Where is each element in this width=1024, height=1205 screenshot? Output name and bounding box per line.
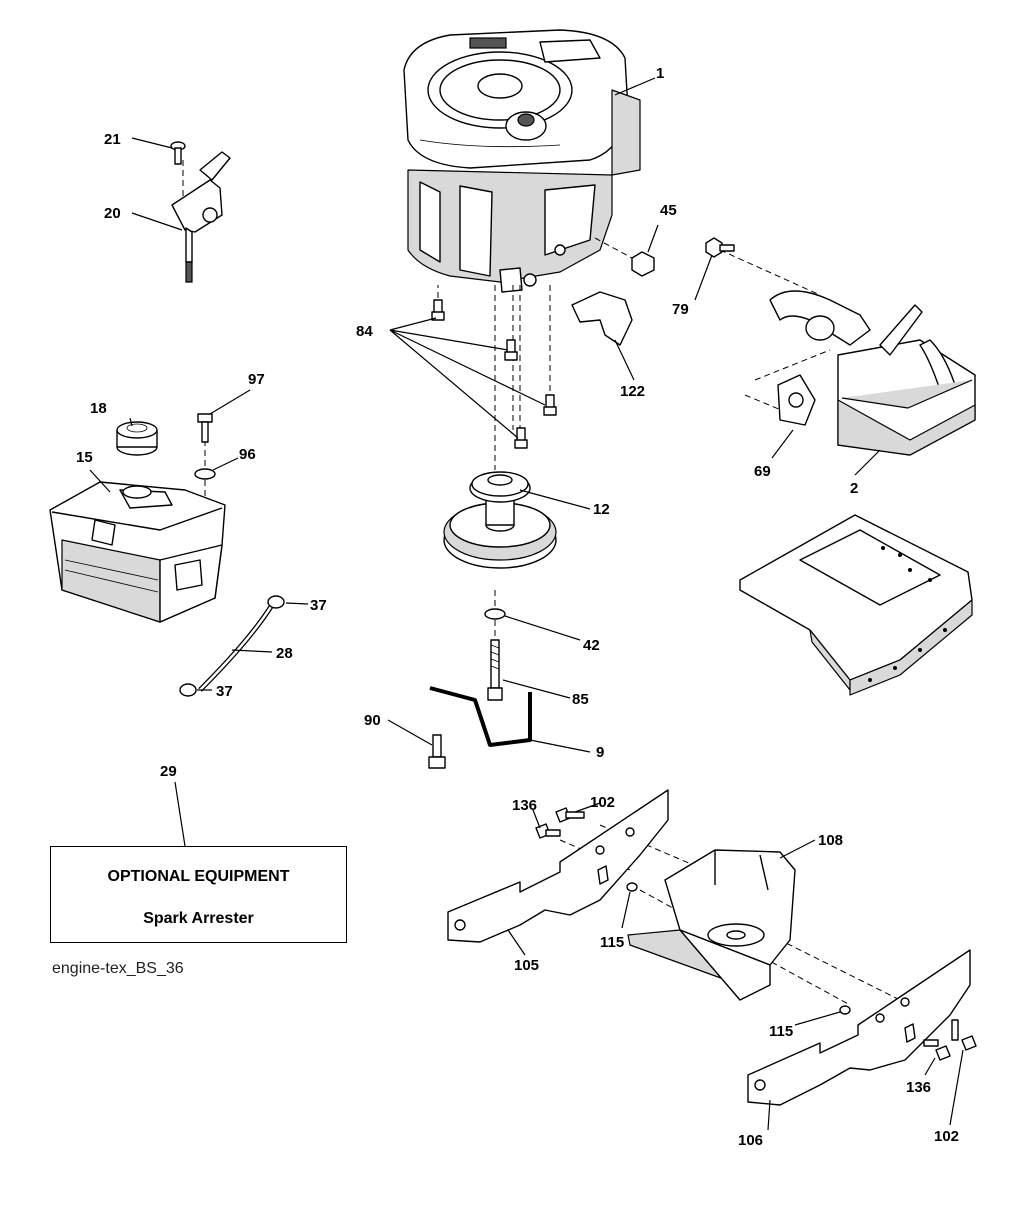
assembly-line xyxy=(754,349,831,381)
callout-96: 96 xyxy=(239,446,256,463)
callout-85: 85 xyxy=(572,691,589,708)
assembly-line xyxy=(594,237,633,259)
callout-79: 79 xyxy=(672,301,689,318)
gasket-69 xyxy=(777,374,816,426)
callout-84: 84 xyxy=(356,323,373,340)
hose-clamp-37 xyxy=(179,595,285,697)
side-plate-105 xyxy=(447,789,669,943)
callout-20: 20 xyxy=(104,205,121,222)
pulley-12 xyxy=(443,471,557,569)
optional-equipment-title: OPTIONAL EQUIPMENT xyxy=(107,868,290,885)
callout-42: 42 xyxy=(583,637,600,654)
assembly-line xyxy=(719,249,821,296)
callout-45: 45 xyxy=(660,202,677,219)
callout-29: 29 xyxy=(160,763,177,780)
muffler-2 xyxy=(769,290,976,456)
callout-28: 28 xyxy=(276,645,293,662)
callout-106: 106 xyxy=(738,1132,763,1149)
guard-108 xyxy=(627,849,796,1001)
callout-122: 122 xyxy=(620,383,645,400)
bolt-136 xyxy=(535,823,951,1061)
callout-18: 18 xyxy=(90,400,107,417)
callout-115-bottom: 115 xyxy=(769,1023,793,1040)
assembly-line xyxy=(599,824,706,871)
spark-arrester-label: Spark Arrester xyxy=(143,910,254,927)
bolt-85 xyxy=(487,639,503,701)
bolt-84 xyxy=(431,299,557,449)
callout-108: 108 xyxy=(818,832,843,849)
bolt-79 xyxy=(705,237,735,258)
callout-136-top: 136 xyxy=(512,797,537,814)
fuel-cap-18 xyxy=(116,421,158,456)
fuel-hose-28-inner xyxy=(199,604,274,691)
washer-96 xyxy=(194,468,216,480)
throttle-control-20 xyxy=(171,151,231,283)
leader-lines xyxy=(89,77,964,1131)
callout-37-top: 37 xyxy=(310,597,327,614)
screw-21 xyxy=(170,141,186,165)
callout-2: 2 xyxy=(850,480,858,497)
callout-15: 15 xyxy=(76,449,93,466)
assembly-line xyxy=(759,929,901,1001)
callout-1: 1 xyxy=(656,65,664,82)
callout-90: 90 xyxy=(364,712,381,729)
callout-21: 21 xyxy=(104,131,121,148)
callout-12: 12 xyxy=(593,501,610,518)
bolt-97 xyxy=(197,413,213,443)
callout-136-bottom: 136 xyxy=(906,1079,931,1096)
optional-equipment-box: OPTIONAL EQUIPMENT Spark Arrester xyxy=(50,846,347,943)
nut-45 xyxy=(631,251,655,277)
fuel-tank-15 xyxy=(49,481,226,623)
callout-115-top: 115 xyxy=(600,934,624,951)
callout-37-bottom: 37 xyxy=(216,683,233,700)
bolt-102 xyxy=(555,807,977,1051)
rod-9 xyxy=(429,686,532,747)
callout-102-top: 102 xyxy=(590,794,615,811)
engine-mount-plate xyxy=(739,514,973,696)
nut-115 xyxy=(597,865,916,1043)
callout-9: 9 xyxy=(596,744,604,761)
engine xyxy=(403,29,641,293)
diagram-caption: engine-tex_BS_36 xyxy=(52,960,184,977)
bolt-90 xyxy=(428,734,446,769)
side-plate-106 xyxy=(747,949,971,1106)
callout-105: 105 xyxy=(514,957,539,974)
rod-9-inner xyxy=(429,687,531,746)
callout-69: 69 xyxy=(754,463,771,480)
callout-97: 97 xyxy=(248,371,265,388)
callout-102-bottom: 102 xyxy=(934,1128,959,1145)
washer-42 xyxy=(484,608,506,620)
heat-shield-122 xyxy=(571,291,633,346)
